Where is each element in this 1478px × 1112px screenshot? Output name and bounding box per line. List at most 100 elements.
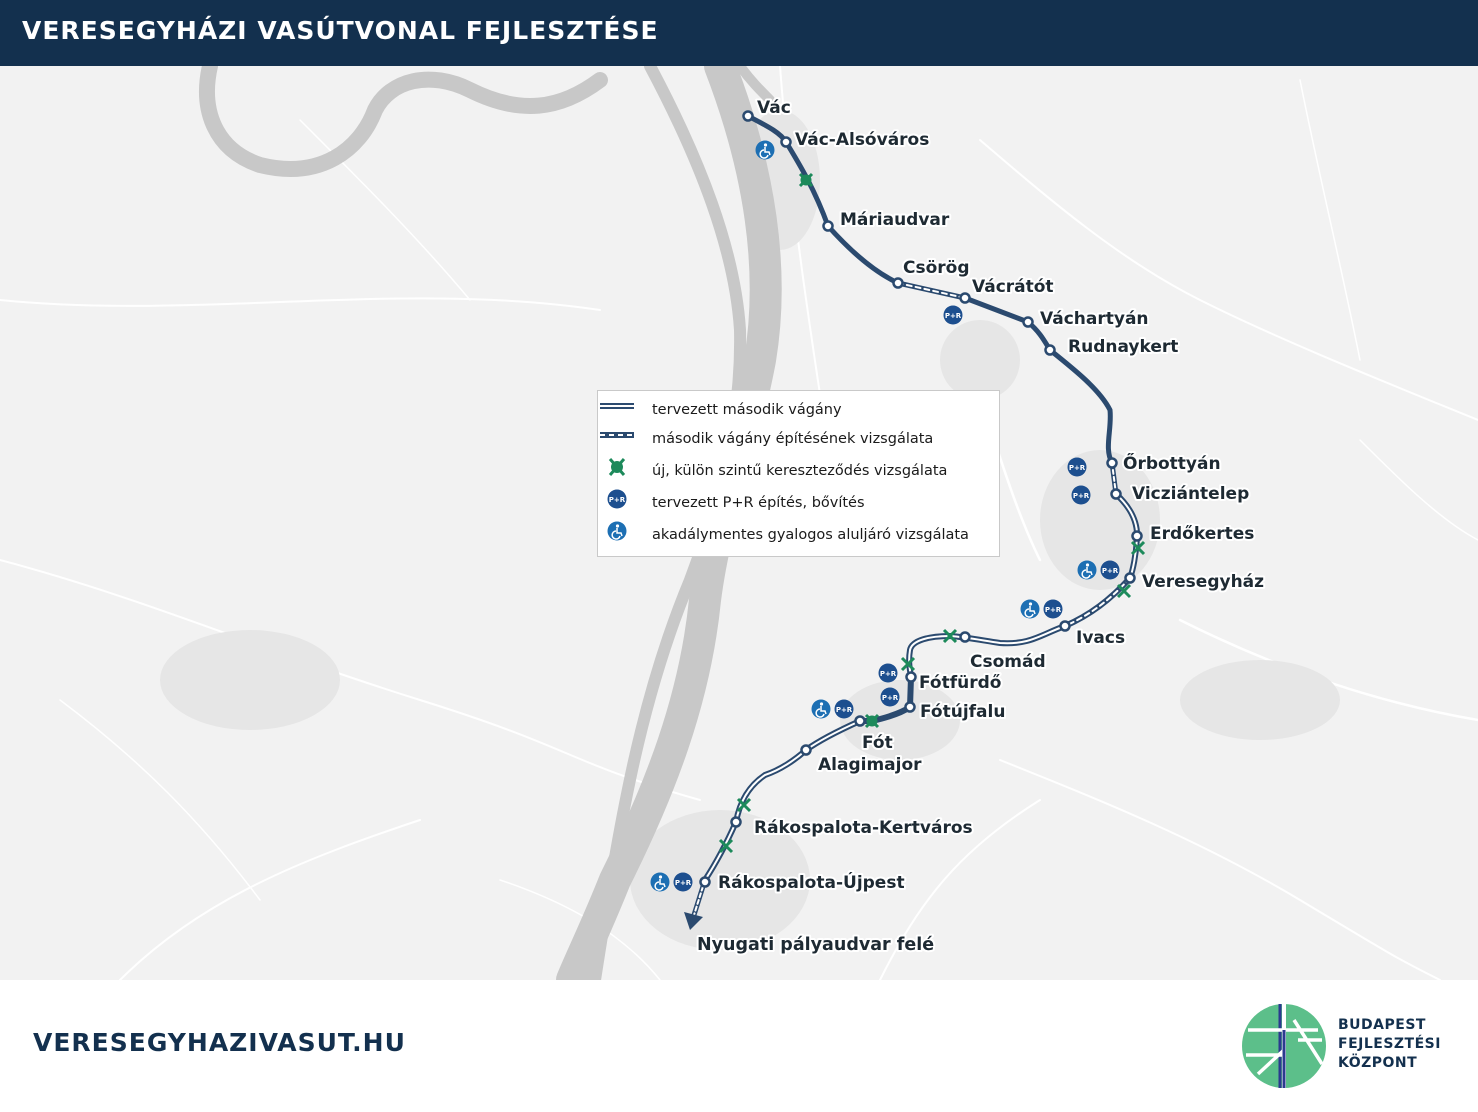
station-label: Rákospalota-Kertváros bbox=[754, 818, 973, 838]
legend-item-accessible-underpass: akadálymentes gyalogos aluljáró vizsgála… bbox=[598, 519, 999, 551]
grade-separated-crossing-icon bbox=[798, 172, 814, 188]
org-name-line: BUDAPEST bbox=[1338, 1017, 1426, 1033]
park-and-ride-icon: P+R bbox=[1071, 485, 1091, 505]
map-area[interactable]: Vác Vác-Alsóváros Máriaudvar Csörög Vácr… bbox=[0, 66, 1478, 980]
svg-text:P+R: P+R bbox=[1073, 492, 1090, 500]
station-dot bbox=[742, 110, 754, 122]
crossing-markers bbox=[718, 172, 1146, 854]
grade-separated-crossing-icon bbox=[942, 628, 958, 644]
grade-separated-crossing-icon bbox=[1130, 540, 1146, 556]
station-label: Vácrátót bbox=[972, 277, 1054, 297]
station-dot bbox=[1044, 344, 1056, 356]
station-dot bbox=[959, 631, 971, 643]
station-dot bbox=[905, 671, 917, 683]
park-and-ride-icon: P+R bbox=[673, 872, 693, 892]
station-dot bbox=[1022, 316, 1034, 328]
legend-item-park-and-ride: P+R tervezett P+R építés, bővítés bbox=[598, 487, 999, 519]
park-and-ride-icon: P+R bbox=[1067, 457, 1087, 477]
park-and-ride-icon: P+R bbox=[1100, 560, 1120, 580]
wheelchair-icon bbox=[607, 521, 627, 541]
station-dot bbox=[1110, 488, 1122, 500]
park-and-ride-icon: P+R bbox=[880, 687, 900, 707]
grade-separated-crossing-icon bbox=[736, 797, 752, 813]
line-vacratot-orbottyan bbox=[962, 295, 1115, 466]
direction-label: Nyugati pályaudvar felé bbox=[697, 935, 934, 955]
station-dot bbox=[730, 816, 742, 828]
legend-label: tervezett második vágány bbox=[652, 402, 842, 418]
station-dot bbox=[959, 292, 971, 304]
org-name-line: FEJLESZTÉSI bbox=[1338, 1036, 1441, 1052]
station-label: Fótfürdő bbox=[919, 673, 1001, 693]
station-label: Fótújfalu bbox=[920, 702, 1005, 722]
park-and-ride-icon: P+R bbox=[943, 305, 963, 325]
park-and-ride-icon: P+R bbox=[878, 663, 898, 683]
double-line-icon bbox=[600, 403, 634, 409]
station-label: Veresegyház bbox=[1142, 572, 1264, 592]
station-label: Csörög bbox=[903, 258, 970, 278]
svg-text:P+R: P+R bbox=[882, 694, 899, 702]
station-label: Váchartyán bbox=[1040, 309, 1149, 329]
background-urban-areas bbox=[160, 110, 1340, 950]
org-name-line: KÖZPONT bbox=[1338, 1055, 1418, 1071]
svg-text:P+R: P+R bbox=[945, 312, 962, 320]
grade-separated-crossing-icon bbox=[718, 838, 734, 854]
wheelchair-icon bbox=[755, 140, 775, 160]
park-and-ride-icon: P+R bbox=[834, 699, 854, 719]
grade-separated-crossing-icon bbox=[864, 713, 880, 729]
organization-name: BUDAPEST FEJLESZTÉSI KÖZPONT bbox=[1338, 1016, 1478, 1073]
svg-text:P+R: P+R bbox=[1069, 464, 1086, 472]
station-label: Rákospalota-Újpest bbox=[718, 871, 905, 893]
park-and-ride-icon: P+R bbox=[1043, 599, 1063, 619]
grade-separated-crossing-icon bbox=[608, 458, 626, 476]
page-title: VERESEGYHÁZI VASÚTVONAL FEJLESZTÉSE bbox=[22, 16, 659, 45]
grade-separated-crossing-icon bbox=[1116, 583, 1132, 599]
bfk-logo-icon bbox=[1242, 1004, 1326, 1088]
station-label: Őrbottyán bbox=[1123, 452, 1221, 474]
legend-item-crossing: új, külön szintű kereszteződés vizsgálat… bbox=[598, 455, 999, 487]
legend-label: akadálymentes gyalogos aluljáró vizsgála… bbox=[652, 527, 969, 543]
station-label: Ivacs bbox=[1076, 628, 1125, 648]
map-canvas: Vác Vác-Alsóváros Máriaudvar Csörög Vácr… bbox=[0, 66, 1478, 980]
direction-arrow-head bbox=[684, 912, 703, 930]
svg-text:P+R: P+R bbox=[609, 496, 626, 504]
park-and-ride-icon: P+R bbox=[607, 489, 627, 509]
station-dot bbox=[780, 136, 792, 148]
station-dot bbox=[822, 220, 834, 232]
svg-text:P+R: P+R bbox=[880, 670, 897, 678]
station-label: Csomád bbox=[970, 652, 1046, 672]
legend-label: második vágány építésének vizsgálata bbox=[652, 431, 934, 447]
station-dot bbox=[892, 277, 904, 289]
station-dot bbox=[854, 715, 866, 727]
station-labels: Vác Vác-Alsóváros Máriaudvar Csörög Vácr… bbox=[695, 96, 1266, 957]
legend-item-second-track-study: második vágány építésének vizsgálata bbox=[598, 423, 999, 455]
station-dot bbox=[1124, 572, 1136, 584]
dashed-line-icon bbox=[600, 432, 634, 438]
svg-text:P+R: P+R bbox=[1102, 567, 1119, 575]
grade-separated-crossing-icon bbox=[900, 656, 916, 672]
legend-label: tervezett P+R építés, bővítés bbox=[652, 495, 865, 511]
station-label: Erdőkertes bbox=[1150, 524, 1254, 544]
station-dot bbox=[699, 876, 711, 888]
station-label: Alagimajor bbox=[818, 755, 922, 775]
station-label: Fót bbox=[862, 733, 893, 753]
station-dot bbox=[904, 701, 916, 713]
wheelchair-icon bbox=[1020, 599, 1040, 619]
legend-item-second-track: tervezett második vágány bbox=[598, 394, 999, 426]
service-badges: P+R P+R P+R P+R P+R P+R P+R P+R P+R bbox=[650, 140, 1120, 892]
station-label: Vicziántelep bbox=[1132, 484, 1249, 504]
station-dot bbox=[1059, 620, 1071, 632]
wheelchair-icon bbox=[1077, 560, 1097, 580]
website-link[interactable]: VERESEGYHAZIVASUT.HU bbox=[33, 1028, 406, 1057]
station-dot bbox=[1106, 457, 1118, 469]
footer: VERESEGYHAZIVASUT.HU BUDAPEST FEJLESZTÉS… bbox=[0, 980, 1478, 1112]
station-dots bbox=[699, 110, 1143, 888]
station-dot bbox=[1131, 530, 1143, 542]
line-maria-csorog bbox=[825, 223, 901, 286]
station-label: Vác-Alsóváros bbox=[795, 130, 929, 150]
station-label: Vác bbox=[757, 98, 791, 118]
svg-text:P+R: P+R bbox=[1045, 606, 1062, 614]
wheelchair-icon bbox=[650, 872, 670, 892]
svg-text:P+R: P+R bbox=[675, 879, 692, 887]
map-legend: tervezett második vágány második vágány … bbox=[597, 390, 1000, 557]
header-bar: VERESEGYHÁZI VASÚTVONAL FEJLESZTÉSE bbox=[0, 0, 1478, 66]
